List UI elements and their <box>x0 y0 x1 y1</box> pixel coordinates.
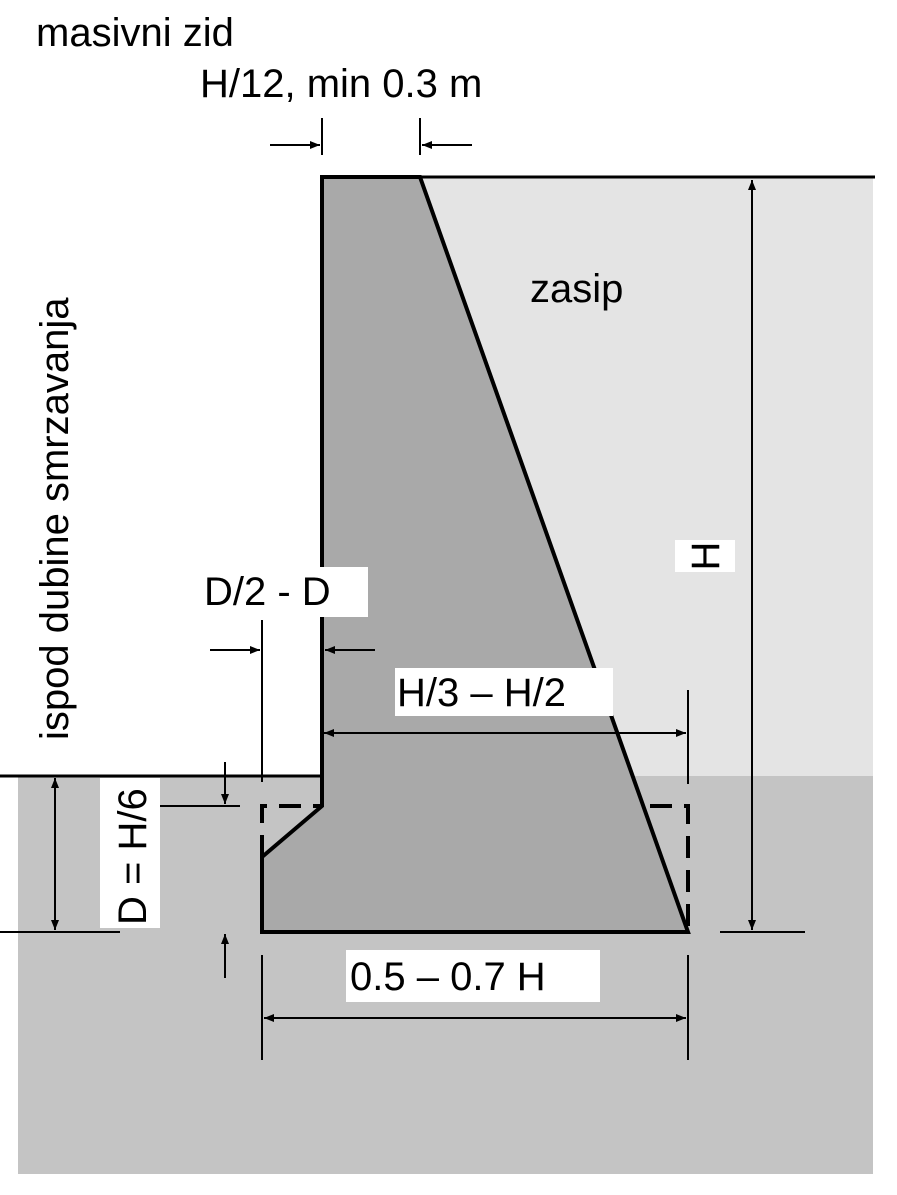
height-label-bg <box>675 540 735 572</box>
backfill-label: zasip <box>530 267 623 311</box>
diagram-title: masivni zid <box>36 11 234 55</box>
heel-extent-label: H/3 – H/2 <box>397 671 566 715</box>
top-width-label: H/12, min 0.3 m <box>200 62 482 106</box>
dashed-heel-outline <box>650 804 690 932</box>
heel-extent-label-bg <box>395 668 613 716</box>
base-width-label-bg <box>346 950 600 1002</box>
toe-offset-label-bg <box>200 567 368 617</box>
frost-depth-label: ispod dubine smrzavanja <box>33 297 77 740</box>
embedment-label: D = H/6 <box>111 788 155 925</box>
height-label: H <box>684 542 728 571</box>
extension-lines <box>0 118 805 1060</box>
dashed-footing-outline <box>260 804 322 857</box>
embedment-label-bg <box>100 778 160 928</box>
toe-offset-label: D/2 - D <box>204 570 331 614</box>
base-width-label: 0.5 – 0.7 H <box>350 955 546 999</box>
